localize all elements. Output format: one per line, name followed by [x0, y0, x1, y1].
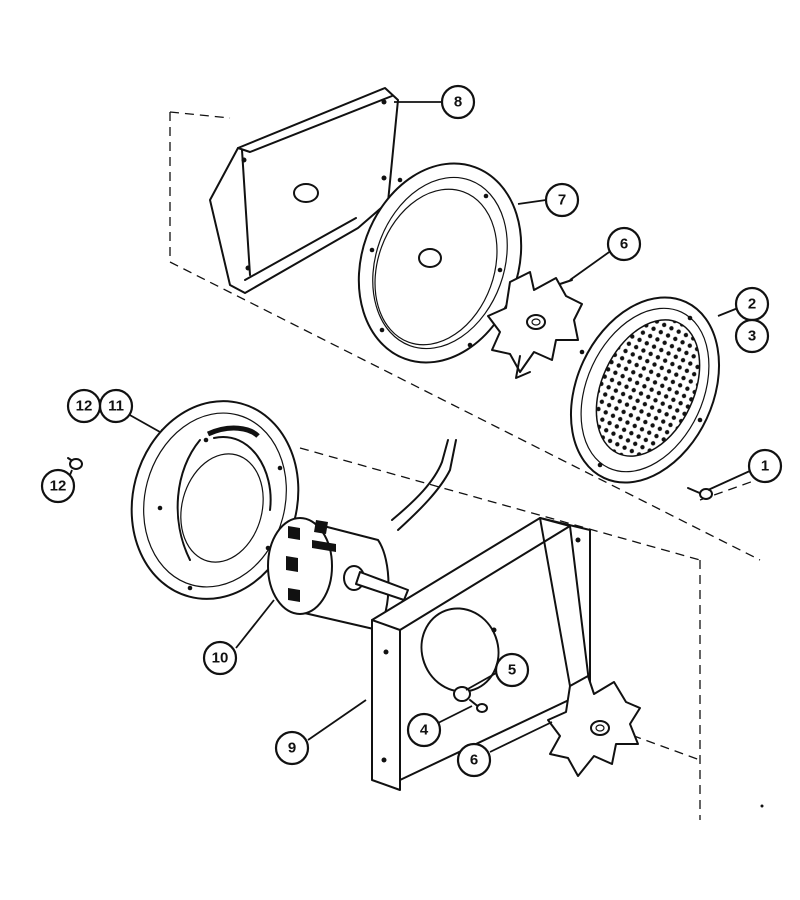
- svg-text:4: 4: [420, 722, 429, 739]
- callout-12-upper: 12: [66, 388, 102, 424]
- callout-6-upper: 6: [606, 226, 642, 262]
- svg-text:1: 1: [761, 458, 769, 475]
- callout-2: 2: [734, 286, 770, 322]
- part-8-back-plate: [209, 87, 399, 294]
- svg-text:6: 6: [620, 236, 628, 253]
- svg-text:10: 10: [212, 650, 229, 667]
- svg-text:3: 3: [748, 328, 756, 345]
- svg-text:7: 7: [558, 192, 566, 209]
- svg-text:6: 6: [470, 752, 478, 769]
- callout-6-lower: 6: [456, 742, 492, 778]
- svg-text:2: 2: [748, 296, 756, 313]
- callout-7: 7: [544, 182, 580, 218]
- svg-text:5: 5: [508, 662, 516, 679]
- svg-text:12: 12: [50, 478, 67, 495]
- callout-12-lower: 12: [40, 468, 76, 504]
- leader-lines: [67, 101, 753, 753]
- callout-5: 5: [494, 652, 530, 688]
- svg-text:11: 11: [108, 398, 124, 415]
- svg-text:9: 9: [288, 740, 296, 757]
- part-6-fan-blade-lower: [547, 675, 641, 777]
- callout-1: 1: [747, 448, 783, 484]
- part-1-screw: [687, 487, 713, 500]
- callout-10: 10: [202, 640, 238, 676]
- part-6-fan-blade-upper: [487, 271, 583, 379]
- stray-dot: [760, 804, 764, 808]
- callout-4: 4: [406, 712, 442, 748]
- svg-text:12: 12: [76, 398, 93, 415]
- callout-9: 9: [274, 730, 310, 766]
- part-2-3-perforated-grille: [569, 296, 721, 484]
- part-12-screw: [67, 457, 83, 470]
- part-4-5-screw-washer: [453, 686, 488, 713]
- callout-8: 8: [440, 84, 476, 120]
- callout-3: 3: [734, 318, 770, 354]
- svg-text:8: 8: [454, 94, 462, 111]
- callout-11: 11: [98, 388, 134, 424]
- part-11-housing-shroud: [130, 400, 300, 600]
